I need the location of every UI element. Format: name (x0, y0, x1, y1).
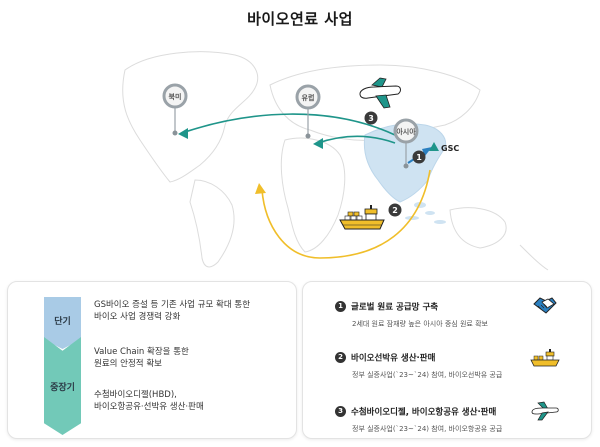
strategy-panel: 단기 중장기 GS바이오 증설 등 기존 사업 규모 확대 통한 바이오 사업 … (7, 281, 297, 439)
strategy-item-3: 수첨바이오디젤(HBD), 바이오항공유·선박유 생산·판매 (94, 390, 204, 412)
svg-text:1: 1 (416, 153, 422, 162)
europe-arrowhead-icon (313, 138, 323, 149)
north-america-arrowhead-icon (178, 128, 188, 139)
pin-europe[interactable]: 유럽 (295, 84, 321, 139)
route-marker-3: 3 (364, 111, 378, 125)
continent-outlines (122, 51, 549, 271)
ship-icon (339, 205, 385, 230)
page-title: 바이오연료 사업 (247, 10, 353, 28)
route-shipping (261, 169, 431, 259)
pin-asia[interactable]: 아시아 (393, 118, 419, 169)
gsc-label: GSC (441, 144, 459, 153)
strategy-item-2: Value Chain 확장을 통한 원료의 안정적 확보 (94, 347, 189, 369)
southeast-asia-islands (405, 202, 446, 224)
shipping-arrowhead-icon (255, 183, 266, 194)
gsc-marker-icon (429, 142, 439, 151)
phase-mid-long-term: 중장기 (44, 337, 81, 435)
world-map: GSC 북미 유럽 아시아 1 2 (0, 30, 600, 275)
handshake-icon (532, 296, 558, 320)
route-marker-1: 1 (412, 150, 426, 164)
strategy-item-1: GS바이오 증설 등 기존 사업 규모 확대 통한 바이오 사업 경쟁력 강화 (94, 300, 251, 322)
legend-number-1: 1 (335, 301, 346, 312)
svg-text:2: 2 (392, 206, 398, 215)
pin-north-america[interactable]: 북미 (162, 83, 188, 136)
route-asia-to-europe (317, 135, 396, 144)
phase-short-term: 단기 (44, 297, 81, 349)
ship-icon (530, 348, 560, 372)
pin-label-europe: 유럽 (302, 93, 315, 102)
route-marker-2: 2 (388, 203, 402, 217)
svg-text:3: 3 (368, 114, 374, 123)
airplane-icon (530, 400, 560, 426)
pin-label-north-america: 북미 (169, 92, 182, 101)
route-asia-to-north-america (181, 113, 396, 136)
pin-label-asia: 아시아 (396, 127, 416, 136)
legend-number-2: 2 (335, 352, 346, 363)
airplane-icon (359, 77, 401, 109)
legend-number-3: 3 (335, 406, 346, 417)
